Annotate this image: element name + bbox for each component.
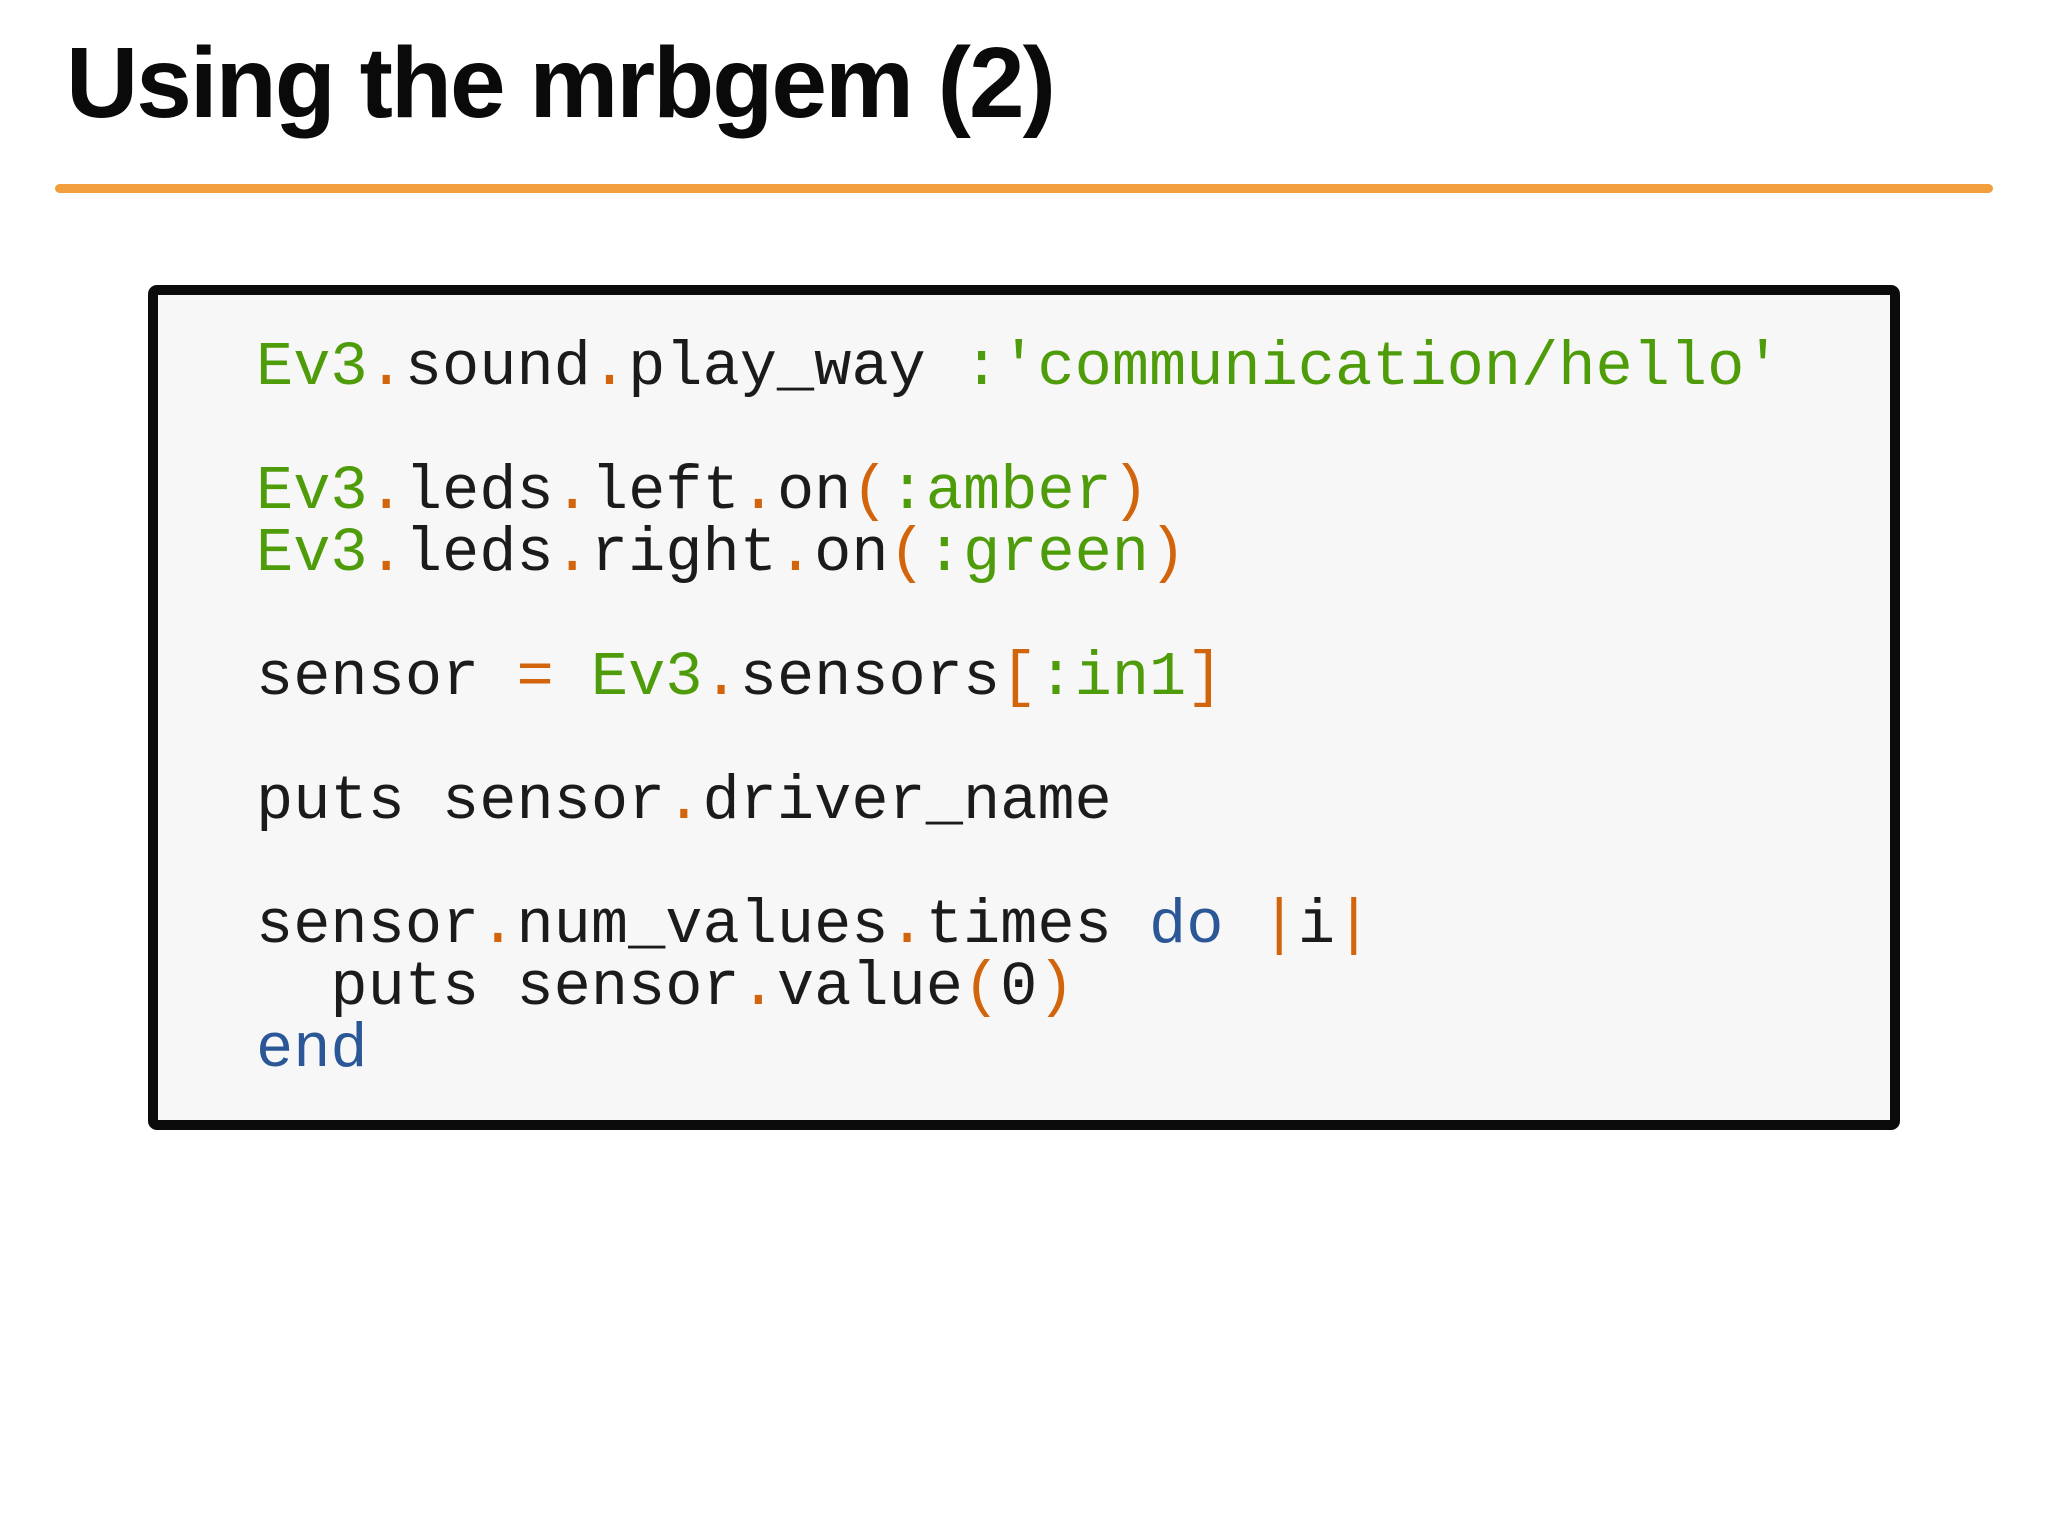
code-token: . xyxy=(739,456,777,527)
code-token: times xyxy=(925,890,1149,961)
code-token: num_values xyxy=(516,890,889,961)
code-token: . xyxy=(888,890,926,961)
code-token: ( xyxy=(962,952,1001,1023)
code-line: sensor.num_values.times do |i| xyxy=(256,895,1870,957)
code-token xyxy=(1223,890,1260,961)
code-token: . xyxy=(665,766,703,837)
code-token: 0 xyxy=(1000,952,1038,1023)
code-token: driver_name xyxy=(702,766,1112,837)
code-token: value xyxy=(776,952,963,1023)
code-token: . xyxy=(367,332,405,403)
code-token: ) xyxy=(1111,456,1150,527)
code-token: leds xyxy=(404,456,554,527)
code-token: leds xyxy=(404,518,554,589)
code-token: i xyxy=(1297,890,1336,961)
code-token: ( xyxy=(888,518,926,589)
code-line xyxy=(256,399,1870,461)
code-token: . xyxy=(739,952,777,1023)
code-token: [ xyxy=(1000,642,1038,713)
code-line: end xyxy=(256,1019,1870,1081)
code-token: . xyxy=(702,642,740,713)
code-token: ) xyxy=(1149,518,1187,589)
code-token: = xyxy=(516,642,554,713)
code-line: puts sensor.driver_name xyxy=(256,771,1870,833)
code-token: :green xyxy=(925,518,1150,589)
code-token: :in1 xyxy=(1037,642,1187,713)
code-token: on xyxy=(776,456,852,527)
code-line: sensor = Ev3.sensors[:in1] xyxy=(256,647,1870,709)
code-token: on xyxy=(814,518,889,589)
code-line: Ev3.sound.play_way :'communication/hello… xyxy=(256,337,1870,399)
code-line: puts sensor.value(0) xyxy=(256,957,1870,1019)
code-token: ] xyxy=(1186,642,1224,713)
code-token: ) xyxy=(1037,952,1075,1023)
code-line xyxy=(256,709,1870,771)
code-token xyxy=(554,642,591,713)
code-token: sensor xyxy=(256,890,480,961)
title-underline-rule xyxy=(55,184,1993,193)
code-token: . xyxy=(553,456,591,527)
code-line: Ev3.leds.left.on(:amber) xyxy=(256,461,1870,523)
code-token: | xyxy=(1260,890,1298,961)
code-lines: Ev3.sound.play_way :'communication/hello… xyxy=(158,295,1890,1081)
code-line: Ev3.leds.right.on(:green) xyxy=(256,523,1870,585)
code-token: Ev3 xyxy=(590,642,703,713)
code-token: play_way xyxy=(628,332,963,403)
code-token: Ev3 xyxy=(256,518,368,589)
code-token: left xyxy=(590,456,740,527)
code-token: Ev3 xyxy=(256,456,368,527)
code-line xyxy=(256,833,1870,895)
code-token: :amber xyxy=(888,456,1112,527)
code-token: ( xyxy=(851,456,889,527)
code-token: . xyxy=(367,518,405,589)
code-token: do xyxy=(1149,890,1224,961)
code-token: puts sensor xyxy=(256,952,740,1023)
code-panel: Ev3.sound.play_way :'communication/hello… xyxy=(148,285,1900,1130)
code-token: sensors xyxy=(739,642,1001,713)
code-token: . xyxy=(590,332,629,403)
code-token: . xyxy=(553,518,591,589)
code-token: . xyxy=(367,456,405,527)
code-token: end xyxy=(256,1014,368,1085)
code-token: :'communication/hello' xyxy=(962,332,1782,403)
code-token: sensor xyxy=(256,642,517,713)
code-token: sound xyxy=(404,332,591,403)
code-token: right xyxy=(590,518,777,589)
page-title: Using the mrbgem (2) xyxy=(66,27,1056,139)
code-token: puts sensor xyxy=(256,766,666,837)
code-token: | xyxy=(1335,890,1373,961)
code-line xyxy=(256,585,1870,647)
code-token: . xyxy=(479,890,517,961)
code-token: Ev3 xyxy=(256,332,368,403)
code-token: . xyxy=(776,518,815,589)
